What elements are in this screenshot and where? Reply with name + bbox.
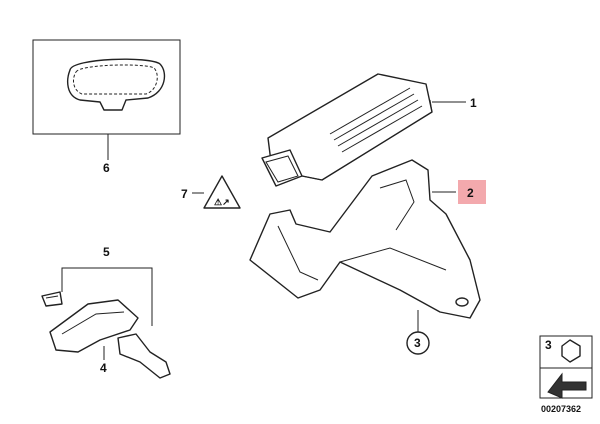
warning-label: 7 ⚠↗ <box>181 175 241 209</box>
leader-5 <box>61 267 153 326</box>
screw-icon <box>41 291 63 307</box>
bracket-hole-icon <box>455 297 469 307</box>
tpms-sensor: 5 4 <box>41 245 171 379</box>
control-unit-rib-4 <box>341 105 423 153</box>
callout-2: 2 <box>467 186 474 200</box>
callout-2-highlight <box>458 180 486 204</box>
bracket: 2 <box>249 159 486 319</box>
bracket-fold-2 <box>379 179 415 231</box>
tire-inset: 6 <box>32 39 181 175</box>
nut-callout: 3 <box>406 310 430 355</box>
legend-box: 3 00207362 <box>539 335 593 414</box>
arrow-icon <box>547 372 587 399</box>
bracket-fold-3 <box>339 247 447 271</box>
screw-thread <box>45 295 59 299</box>
warning-triangle-icon <box>203 175 241 209</box>
nut-icon <box>561 339 581 363</box>
control-unit-rib-1 <box>329 87 411 135</box>
tire-inset-frame <box>32 39 181 135</box>
control-unit: 1 <box>261 73 477 187</box>
tire-tread-icon <box>73 64 158 95</box>
callout-4: 4 <box>100 361 107 375</box>
doc-number: 00207362 <box>541 404 581 414</box>
warning-label-glyph: ⚠↗ <box>214 197 230 207</box>
valve-stem-icon <box>117 333 171 379</box>
callout-3: 3 <box>414 336 421 350</box>
connector-socket <box>265 155 299 183</box>
legend-frame <box>539 335 593 399</box>
callout-7: 7 <box>181 187 188 201</box>
callout-1: 1 <box>470 96 477 110</box>
bracket-fold-1 <box>277 225 319 281</box>
tire-profile-icon <box>67 58 166 111</box>
callout-6: 6 <box>103 161 110 175</box>
control-unit-rib-3 <box>337 99 419 147</box>
connector-plug <box>261 149 303 187</box>
callout-5: 5 <box>103 245 110 259</box>
control-unit-rib-2 <box>333 93 415 141</box>
legend-number: 3 <box>545 338 552 352</box>
sensor-edge <box>61 311 125 335</box>
callout-3-circle <box>406 331 430 355</box>
